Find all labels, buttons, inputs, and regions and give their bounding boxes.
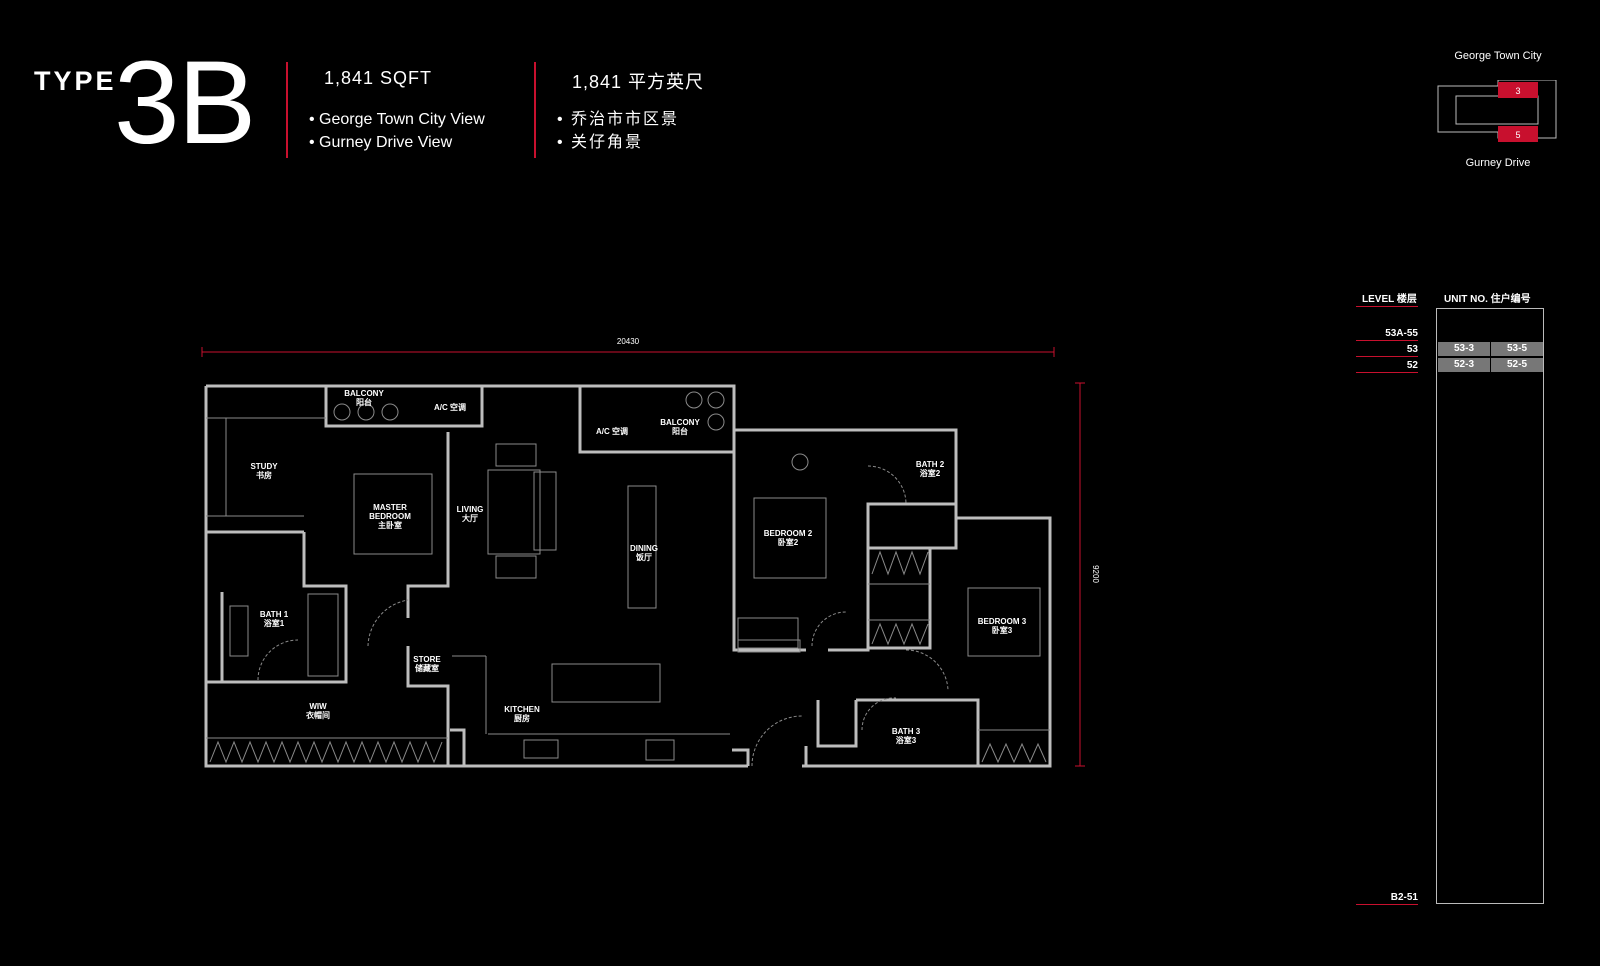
room-label: BATH 3 (892, 727, 921, 736)
keyplan-unit-5-label: 5 (1515, 130, 1520, 140)
room-label: BALCONY (344, 389, 384, 398)
views-en: George Town City View Gurney Drive View (309, 108, 485, 154)
area-cn: 1,841 平方英尺 (572, 72, 705, 92)
room-label: BEDROOM 2 (764, 529, 813, 538)
unit-cell: 52-5 (1491, 358, 1543, 372)
room-label: BEDROOM 3 (978, 617, 1027, 626)
room-label: STORE (413, 655, 441, 664)
unit-type-code: 3B (114, 37, 256, 169)
divider-2 (534, 62, 536, 158)
unit-cell: 53-5 (1491, 342, 1543, 356)
room-label-cn: 饭厅 (635, 552, 652, 562)
height-dimension: 9200 (1091, 565, 1100, 583)
keyplan-unit-3-label: 3 (1515, 86, 1520, 96)
key-plan: 3 5 (1437, 80, 1557, 142)
room-label: A/C 空调 (596, 426, 628, 436)
type-word: TYPE (34, 66, 117, 96)
views-cn: 乔治市市区景 关仔角景 (557, 108, 679, 154)
area-en: 1,841 SQFT (324, 68, 433, 88)
keyplan-top-label: George Town City (1454, 50, 1542, 62)
room-label: BATH 1 (260, 610, 289, 619)
room-label-cn: 主卧室 (378, 520, 402, 530)
level-line (1356, 356, 1418, 357)
level-header: LEVEL 楼层 (1362, 294, 1417, 305)
room-label: WIW (309, 702, 327, 711)
room-label-cn: 大厅 (462, 513, 478, 523)
level-label: 52 (1406, 360, 1418, 371)
level-label: 53A-55 (1385, 328, 1418, 339)
room-label: KITCHEN (504, 705, 540, 714)
unit-cell: 52-3 (1438, 358, 1490, 372)
room-label: LIVING (457, 505, 484, 514)
view-item: Gurney Drive View (309, 131, 485, 154)
keyplan-unit-3 (1498, 82, 1538, 98)
room-label: BEDROOM (369, 512, 411, 521)
room-label-cn: 阳台 (356, 397, 372, 407)
unit-stack-box (1436, 308, 1544, 904)
room-label-cn: 书房 (256, 470, 272, 480)
unit-header: UNIT NO. 住户编号 (1444, 294, 1531, 305)
view-item: 关仔角景 (557, 131, 679, 154)
room-label: A/C 空调 (434, 402, 466, 412)
room-label: BATH 2 (916, 460, 945, 469)
room-label: DINING (630, 544, 658, 553)
width-dimension: 20430 (617, 337, 640, 346)
room-label-cn: 卧室3 (992, 625, 1013, 635)
keyplan-bottom-label: Gurney Drive (1465, 157, 1531, 169)
room-label: MASTER (373, 503, 407, 512)
view-item: 乔治市市区景 (557, 108, 679, 131)
unit-cell: 53-3 (1438, 342, 1490, 356)
room-label-cn: 浴室3 (896, 735, 917, 745)
room-label-cn: 厨房 (514, 713, 530, 723)
room-label: STUDY (250, 462, 278, 471)
divider-1 (286, 62, 288, 158)
level-line (1356, 904, 1418, 905)
keyplan-unit-5 (1498, 126, 1538, 142)
walls (204, 384, 1052, 768)
room-label-cn: 浴室1 (264, 618, 285, 628)
level-line (1356, 372, 1418, 373)
room-label-cn: 衣帽间 (306, 710, 330, 720)
room-label-cn: 储藏室 (414, 663, 439, 673)
room-label-cn: 浴室2 (920, 468, 941, 478)
room-label: BALCONY (660, 418, 700, 427)
furniture (206, 391, 1050, 767)
level-label: 53 (1406, 344, 1418, 355)
room-label-cn: 阳台 (672, 426, 688, 436)
room-label-cn: 卧室2 (778, 537, 799, 547)
level-line (1356, 340, 1418, 341)
view-item: George Town City View (309, 108, 485, 131)
level-header-underline (1356, 306, 1418, 307)
level-label: B2-51 (1390, 892, 1418, 903)
